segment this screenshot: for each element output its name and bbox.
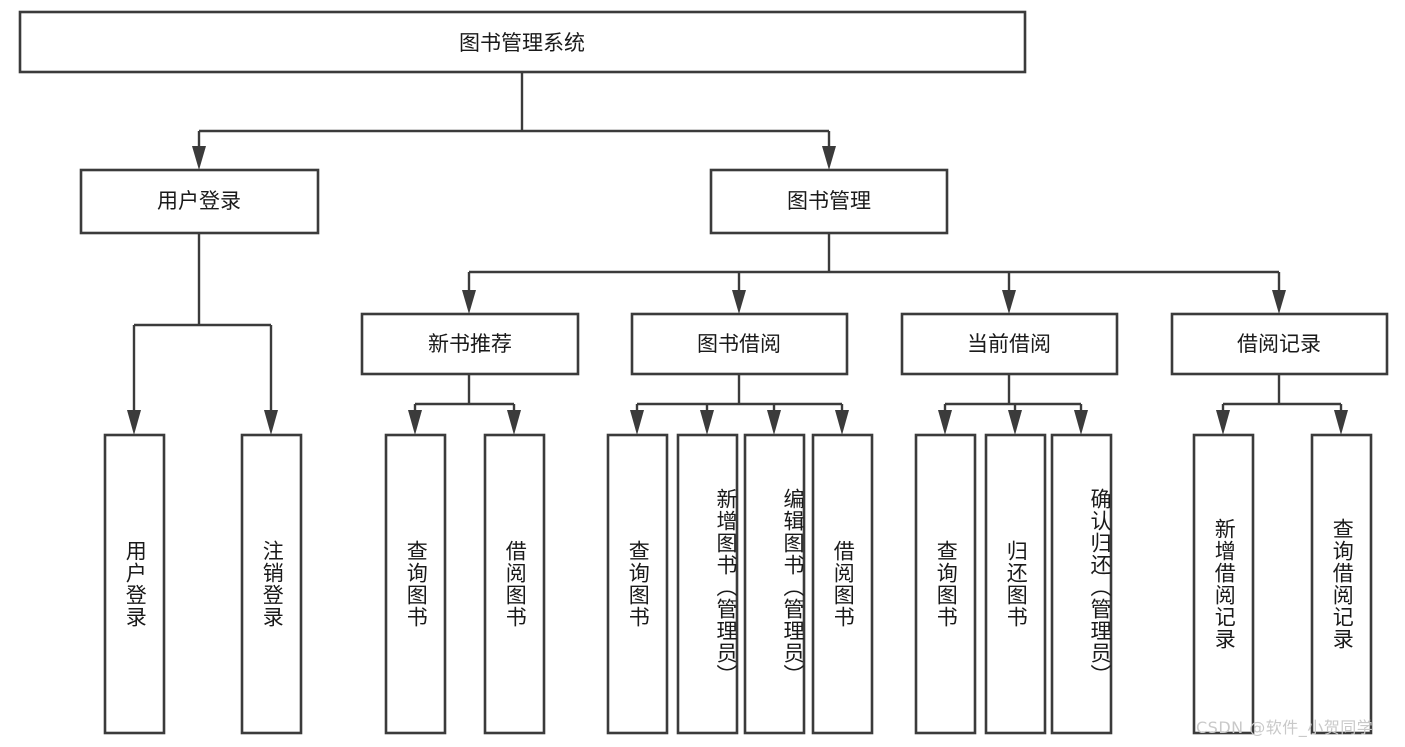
leaf-box-query-book-3[interactable] <box>914 433 977 735</box>
leaf-box-add-record[interactable] <box>1192 433 1255 735</box>
arrowhead-borrow-l1 <box>630 410 644 435</box>
arrowhead-current-l2 <box>1008 410 1022 435</box>
arrowhead-newbook-l1 <box>408 410 422 435</box>
edges-group <box>127 72 1348 435</box>
node-borrow-record-box[interactable] <box>1170 312 1389 376</box>
node-user-login-box[interactable] <box>79 168 320 235</box>
arrowhead-login-l1 <box>127 410 141 435</box>
arrowhead-login-l2 <box>264 410 278 435</box>
arrowhead-current-l1 <box>938 410 952 435</box>
node-current-borrow[interactable]: 当前借阅 <box>900 312 1119 376</box>
node-root-box[interactable] <box>18 10 1027 74</box>
leaf-box-add-book[interactable] <box>676 433 739 735</box>
node-borrow-record[interactable]: 借阅记录 <box>1170 312 1389 376</box>
leaf-box-confirm-return[interactable] <box>1050 433 1113 735</box>
leaf-box-edit-book[interactable] <box>743 433 806 735</box>
arrowhead-bookmgmt-c4 <box>1272 290 1286 314</box>
leaf-boxes-group <box>103 433 1373 735</box>
node-user-login[interactable]: 用户登录 <box>79 168 320 235</box>
node-book-borrow-label: 图书借阅 <box>697 332 781 356</box>
node-new-book-recommend[interactable]: 新书推荐 <box>360 312 580 376</box>
node-new-book-recommend-box[interactable] <box>360 312 580 376</box>
arrowhead-borrow-l2 <box>700 410 714 435</box>
leaf-box-query-record[interactable] <box>1310 433 1373 735</box>
leaf-box-borrow-book-1[interactable] <box>483 433 546 735</box>
node-current-borrow-label: 当前借阅 <box>967 332 1051 356</box>
leaf-box-query-book-1[interactable] <box>384 433 447 735</box>
arrowhead-root-to-login <box>192 146 206 170</box>
leaf-box-query-book-2[interactable] <box>606 433 669 735</box>
arrowhead-root-to-bookmgmt <box>822 146 836 170</box>
arrowhead-current-l3 <box>1074 410 1088 435</box>
node-book-management-box[interactable] <box>709 168 949 235</box>
arrowhead-record-l2 <box>1334 410 1348 435</box>
leaf-box-user-login[interactable] <box>103 433 166 735</box>
leaf-box-return-book[interactable] <box>984 433 1047 735</box>
node-root-label: 图书管理系统 <box>459 31 585 55</box>
node-borrow-record-label: 借阅记录 <box>1237 332 1321 356</box>
node-user-login-label: 用户登录 <box>157 189 241 213</box>
node-new-book-recommend-label: 新书推荐 <box>428 332 512 356</box>
node-book-borrow-box[interactable] <box>630 312 849 376</box>
arrowhead-borrow-l3 <box>767 410 781 435</box>
arrowhead-newbook-l2 <box>507 410 521 435</box>
node-book-management[interactable]: 图书管理 <box>709 168 949 235</box>
arrowhead-bookmgmt-c3 <box>1002 290 1016 314</box>
csdn-watermark: CSDN @软件_小贺同学 <box>1196 718 1374 737</box>
arrowhead-bookmgmt-c1 <box>462 290 476 314</box>
arrowhead-borrow-l4 <box>835 410 849 435</box>
node-book-borrow[interactable]: 图书借阅 <box>630 312 849 376</box>
node-root[interactable]: 图书管理系统 <box>18 10 1027 74</box>
node-book-management-label: 图书管理 <box>787 189 871 213</box>
arrowhead-bookmgmt-c2 <box>732 290 746 314</box>
leaf-box-borrow-book-2[interactable] <box>811 433 874 735</box>
node-current-borrow-box[interactable] <box>900 312 1119 376</box>
arrowhead-record-l1 <box>1216 410 1230 435</box>
leaf-box-logout[interactable] <box>240 433 303 735</box>
